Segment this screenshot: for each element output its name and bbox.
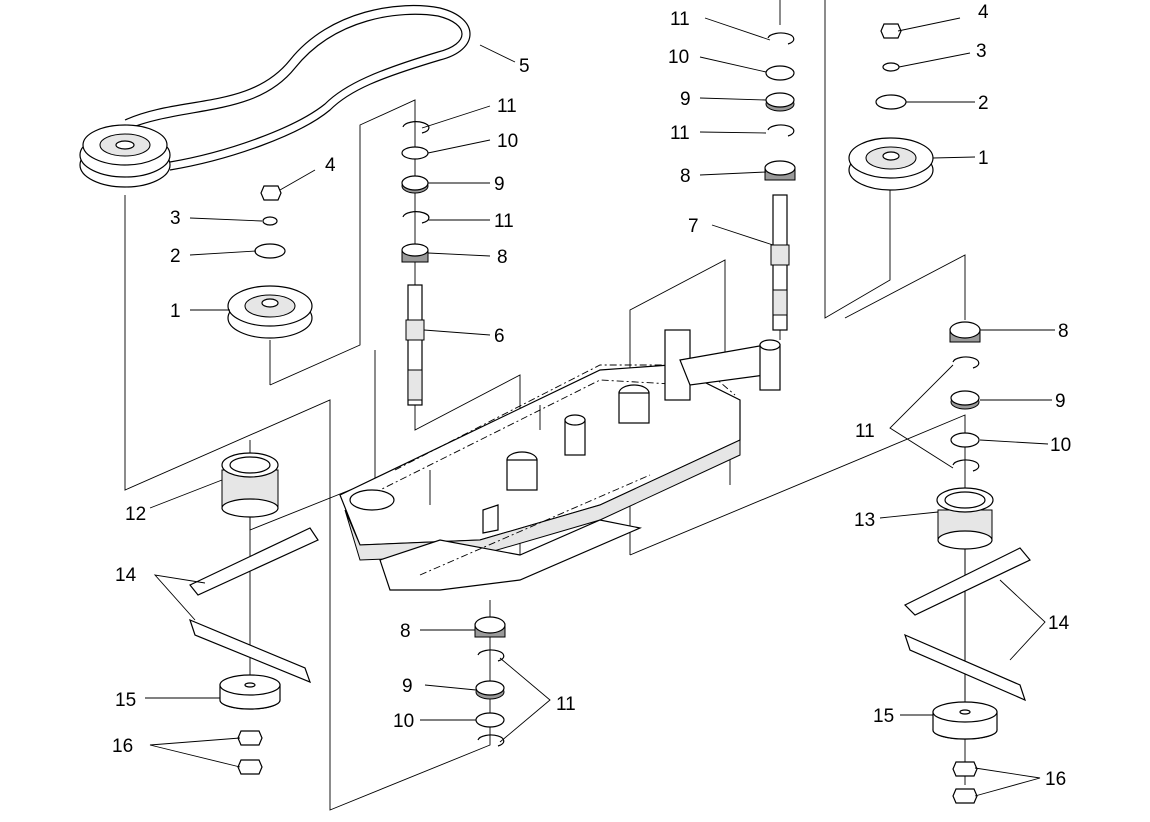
callout-label: 7 <box>688 216 699 237</box>
right-lower-blade-stack <box>903 321 1031 804</box>
callout-label: 16 <box>112 736 133 757</box>
deck-housing <box>339 329 781 591</box>
callout-label: 5 <box>519 56 530 77</box>
callout-label: 8 <box>400 621 411 642</box>
callout-label: 11 <box>556 694 576 715</box>
callout-label: 9 <box>680 89 691 110</box>
callout-label: 8 <box>680 166 691 187</box>
center-spindle-stack <box>401 121 430 406</box>
callout-label: 13 <box>854 510 875 531</box>
callout-label: 10 <box>1050 435 1071 456</box>
left-idler-pulley-stack <box>227 185 313 339</box>
callout-label: 12 <box>125 504 146 525</box>
callout-label: 11 <box>670 123 690 144</box>
callout-label: 4 <box>325 155 336 176</box>
callout-label: 11 <box>855 421 875 442</box>
callout-label: 1 <box>978 148 989 169</box>
drive-belt <box>124 4 471 171</box>
callout-label: 2 <box>170 246 181 267</box>
callout-label: 10 <box>393 711 414 732</box>
callout-leaders <box>145 17 1055 797</box>
callout-label: 8 <box>1058 321 1069 342</box>
callout-label: 9 <box>402 676 413 697</box>
callout-label: 10 <box>668 47 689 68</box>
callout-label: 10 <box>497 131 518 152</box>
callout-label: 11 <box>497 96 517 117</box>
callout-label: 15 <box>873 706 894 727</box>
callout-label: 11 <box>670 9 690 30</box>
left-lower-blade-stack <box>189 452 319 775</box>
callout-label: 6 <box>494 326 505 347</box>
callout-label: 11 <box>494 211 514 232</box>
lower-center-bearing-stack <box>474 616 506 747</box>
callout-label: 14 <box>1048 613 1070 634</box>
callout-labels: 11 10 9 11 8 7 4 3 2 1 5 11 10 9 11 8 6 … <box>112 2 1071 790</box>
callout-label: 14 <box>115 565 137 586</box>
callout-label: 15 <box>115 690 136 711</box>
callout-label: 4 <box>978 2 989 23</box>
callout-label: 9 <box>1055 391 1066 412</box>
callout-label: 3 <box>976 41 987 62</box>
right-idler-pulley-stack <box>848 23 934 191</box>
callout-label: 16 <box>1045 769 1066 790</box>
double-pulley <box>79 124 171 188</box>
right-spindle-stack <box>764 32 796 331</box>
callout-label: 1 <box>170 301 181 322</box>
callout-label: 8 <box>497 247 508 268</box>
callout-label: 9 <box>494 174 505 195</box>
callout-label: 2 <box>978 93 989 114</box>
callout-label: 3 <box>170 208 181 229</box>
